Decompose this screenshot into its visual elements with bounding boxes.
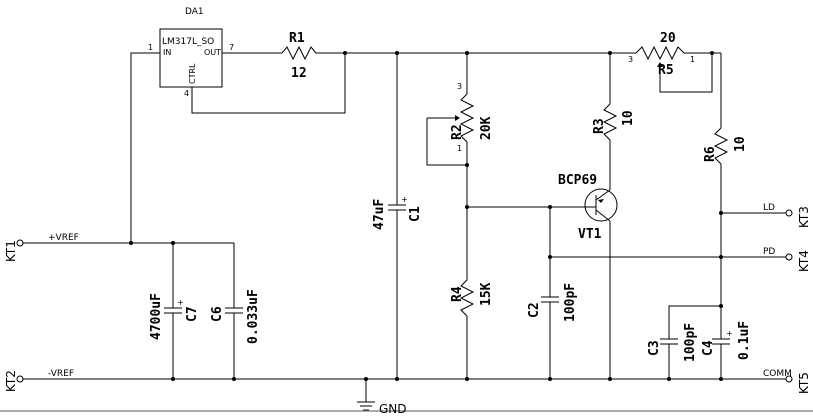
junction [129, 241, 133, 245]
capacitor-c6: C6 0.033uF [210, 243, 261, 379]
net-vref-pos: +VREF [48, 233, 79, 243]
c3-value: 100pF [683, 323, 698, 362]
da1-ref: DA1 [185, 7, 204, 17]
capacitor-c4: + C4 0.1uF [701, 306, 752, 379]
da1-pin1-num: 1 [148, 43, 153, 52]
r2-pin3-num: 3 [457, 82, 462, 91]
potentiometer-r2: R2 20K 3 1 [426, 53, 494, 280]
resistor-r1: R1 12 [281, 31, 317, 81]
c3-ref: C3 [647, 340, 662, 356]
vt1-ref: VT1 [578, 227, 602, 242]
connector-kt3[interactable]: KT3 [785, 206, 811, 228]
resistor-r4: R4 15K [450, 279, 494, 379]
c1-value: 47uF [372, 199, 387, 230]
kt5-label: KT5 [797, 372, 811, 394]
junction [608, 377, 612, 381]
c7-polarity: + [177, 298, 184, 307]
junction [667, 377, 671, 381]
kt1-label: KT1 [4, 240, 18, 262]
r6-value: 10 [733, 136, 748, 152]
resistor-r3: R3 10 [592, 53, 636, 190]
transistor-vt1: BCP69 VT1 [558, 173, 618, 379]
c1-ref: C1 [408, 206, 423, 222]
da1-part: LM317L_SO [162, 37, 214, 47]
da1-pin-in: IN [163, 48, 171, 57]
kt4-label: KT4 [797, 250, 811, 272]
capacitor-c2: C2 100pF [527, 207, 578, 379]
junction [343, 51, 347, 55]
capacitor-c1: + 47uF C1 [372, 53, 423, 379]
net-ld: LD [763, 203, 775, 213]
c6-ref: C6 [210, 306, 225, 322]
c2-ref: C2 [527, 302, 542, 318]
junction [232, 377, 236, 381]
potentiometer-r5: 20 R5 3 1 [628, 31, 713, 93]
r5-pin3-num: 3 [628, 55, 633, 64]
r1-ref: R1 [289, 31, 305, 46]
c7-ref: C7 [185, 306, 200, 322]
r1-value: 12 [291, 66, 307, 81]
connector-kt5[interactable]: KT5 [785, 372, 811, 394]
c7-value: 4700uF [149, 293, 164, 340]
junction [171, 377, 175, 381]
capacitor-c3: C3 100pF [647, 323, 698, 379]
r2-ref: R2 [450, 124, 465, 140]
r5-value: 20 [660, 31, 676, 46]
junction [719, 377, 723, 381]
c4-value: 0.1uF [737, 321, 752, 360]
da1-pin4-num: 4 [184, 89, 189, 98]
wire-ctrl [191, 53, 346, 114]
net-vref-neg: -VREF [48, 369, 74, 379]
c1-polarity: + [401, 195, 408, 204]
c4-polarity: + [726, 329, 733, 338]
connector-kt1[interactable]: KT1 [4, 239, 24, 262]
da1-pin-out: OUT [204, 48, 221, 57]
r6-ref: R6 [703, 146, 718, 162]
junction [395, 377, 399, 381]
kt2-label: KT2 [4, 370, 18, 392]
r4-value: 15K [479, 282, 494, 306]
capacitor-c7: + 4700uF C7 [149, 243, 200, 379]
resistor-r6: R6 10 [703, 127, 748, 306]
junction [465, 163, 469, 167]
da1-pin7-num: 7 [229, 43, 234, 52]
c6-value: 0.033uF [246, 289, 261, 344]
r3-value: 10 [621, 110, 636, 126]
kt3-label: KT3 [797, 206, 811, 228]
r3-ref: R3 [592, 118, 607, 134]
r4-ref: R4 [450, 286, 465, 302]
c4-ref: C4 [701, 340, 716, 356]
c2-value: 100pF [563, 283, 578, 322]
net-gnd: GND [379, 402, 407, 416]
wire-in [130, 52, 160, 243]
net-pd: PD [763, 247, 775, 257]
r5-pin1-num: 1 [690, 55, 695, 64]
vt1-part: BCP69 [558, 173, 597, 188]
junction [548, 377, 552, 381]
r2-value: 20K [479, 116, 494, 140]
r2-pin1-num: 1 [457, 144, 462, 153]
junction [465, 377, 469, 381]
connector-kt2[interactable]: KT2 [4, 370, 24, 392]
connector-kt4[interactable]: KT4 [785, 250, 811, 272]
net-comm: COMM [763, 369, 792, 379]
r5-ref: R5 [658, 63, 674, 78]
regulator-da1: DA1 LM317L_SO IN OUT CTRL 1 7 4 [148, 7, 234, 98]
da1-pin-ctrl: CTRL [188, 63, 197, 84]
wire-c3-c4-top [668, 305, 721, 339]
ground-symbol: GND [357, 379, 407, 416]
